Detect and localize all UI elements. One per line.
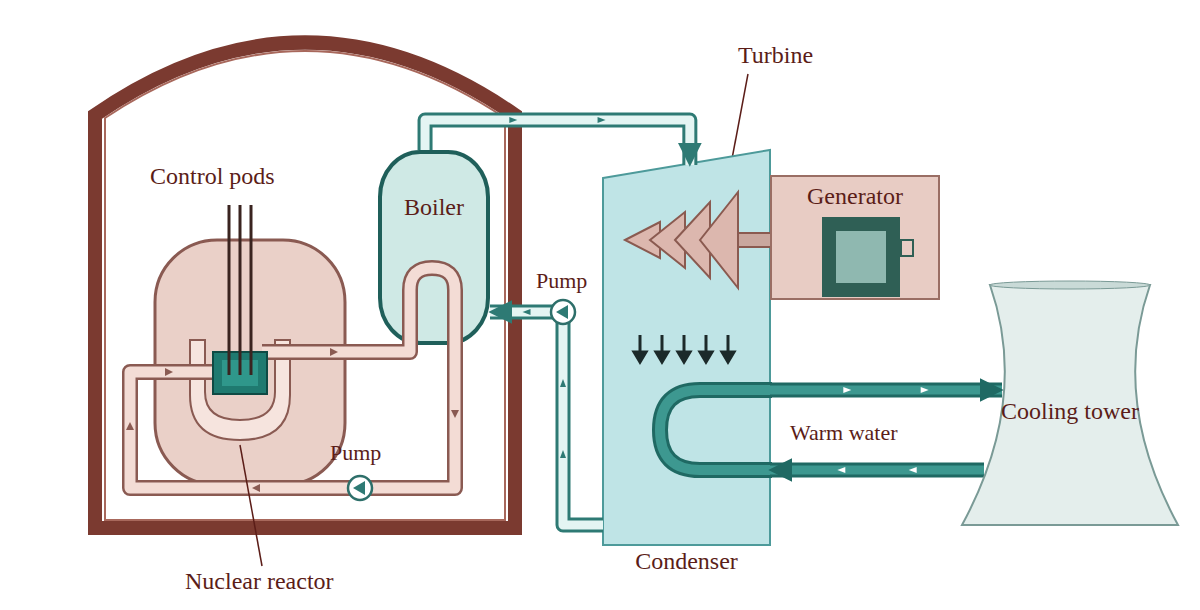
- pipe-connector: [770, 467, 984, 473]
- turbine: [625, 192, 790, 288]
- node-label: Cooling tower: [1000, 398, 1140, 426]
- pump-label: Pump: [536, 268, 587, 293]
- pipe-outline: [770, 463, 984, 478]
- cooling-coil: [660, 390, 772, 470]
- pump-symbol-arrow: [353, 481, 365, 495]
- flow-chevron: [523, 309, 531, 315]
- pipe-bore: [490, 312, 603, 525]
- control-rods: [229, 205, 251, 375]
- flow-chevron: [560, 379, 566, 387]
- pipe-outline: [770, 383, 1002, 398]
- tower-rim: [990, 281, 1150, 289]
- coolant-pipe-outline: [130, 330, 455, 488]
- flow-chevron: [909, 467, 917, 473]
- flow-chevron: [598, 117, 606, 123]
- flow-arrow: [451, 410, 459, 418]
- boiler-shape: [378, 150, 490, 345]
- pump-symbol: [551, 300, 575, 324]
- down-arrow-head: [678, 352, 690, 362]
- part-label: Nuclear reactor: [185, 568, 334, 596]
- generator-terminal: [900, 239, 914, 257]
- heat-exchanger-tube-outline: [410, 268, 455, 345]
- flow-arrow: [252, 484, 260, 492]
- leader-line: [240, 445, 262, 566]
- boiler-shell: [380, 152, 488, 343]
- cooling-tower: Cooling tower: [960, 280, 1180, 530]
- flow-chevron: [560, 450, 566, 458]
- generator-box: Generator: [770, 175, 940, 300]
- heat-exchanger-tube: [410, 268, 455, 345]
- part-label: Control pods: [150, 163, 275, 191]
- condensing-arrows: [634, 335, 734, 362]
- down-arrow-head: [700, 352, 712, 362]
- arrow-end: [770, 470, 984, 471]
- arrow-end: [689, 120, 690, 165]
- flow-chevron: [837, 467, 845, 473]
- control-rod: [239, 205, 242, 375]
- generator-rotor: [822, 217, 900, 297]
- pipe-bore: [770, 386, 1002, 395]
- flow-chevron: [921, 387, 929, 393]
- pump-label: Pump: [330, 440, 381, 465]
- cooling-coil-outline: [660, 390, 772, 470]
- condenser-housing: [603, 150, 770, 545]
- boiler-vessel: Boiler: [378, 150, 490, 345]
- pipe-connector: [490, 309, 603, 525]
- pipe-bore: [770, 466, 984, 475]
- node-label: Generator: [807, 183, 903, 211]
- down-arrow-head: [656, 352, 668, 362]
- flow-chevron: [843, 387, 851, 393]
- generator-core: [836, 231, 886, 283]
- control-rod: [250, 205, 253, 375]
- control-rod: [228, 205, 231, 375]
- flow-arrow: [126, 422, 134, 430]
- condenser-unit: Condenser: [603, 165, 770, 580]
- pump-symbol: [348, 476, 372, 500]
- pipe-connector: [770, 387, 1002, 393]
- pump-symbol-arrow: [556, 305, 568, 319]
- coolant-pipe: [130, 330, 455, 488]
- part-label: Turbine: [738, 42, 813, 70]
- node-label: Condenser: [635, 548, 738, 576]
- flow-arrow: [165, 368, 173, 376]
- flow-label: Warm water: [790, 420, 898, 445]
- turbine-stage: [700, 192, 738, 288]
- flow-chevron: [509, 117, 517, 123]
- arrow-end: [770, 390, 1002, 391]
- coolant-flow-arrows: [126, 348, 459, 492]
- flow-arrow: [330, 348, 338, 356]
- node-label: Boiler: [404, 194, 464, 222]
- down-arrow-head: [634, 352, 646, 362]
- pipe-outline: [490, 312, 603, 525]
- down-arrow-head: [722, 352, 734, 362]
- tower-body: [962, 285, 1178, 525]
